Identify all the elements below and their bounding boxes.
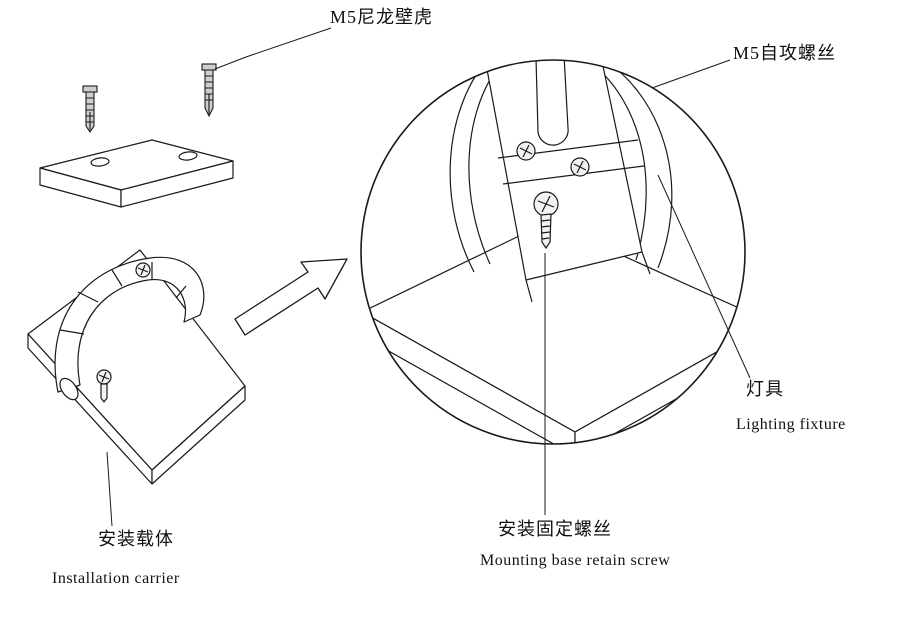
label-carrier-en: Installation carrier	[52, 570, 180, 587]
phillips-cross-icon	[137, 264, 149, 276]
self-tapping-screws	[516, 141, 590, 177]
leader-carrier	[106, 451, 113, 527]
bracket-screw-shaft	[100, 383, 108, 403]
plate-side-face	[120, 160, 234, 208]
label-fixture-en: Lighting fixture	[736, 416, 846, 433]
anchor-ribs	[86, 97, 94, 123]
phillips-cross-icon	[519, 144, 533, 158]
mounting-base-band-2	[502, 165, 645, 185]
fixture-left-shell-outer	[449, 65, 483, 273]
phillips-cross-icon	[537, 195, 555, 213]
plate-hole-left	[90, 157, 110, 167]
carrier-plate-side	[151, 385, 246, 485]
retain-screw	[533, 191, 559, 250]
mounting-base-foot-left	[525, 279, 533, 303]
zoom-arrow-icon	[234, 258, 348, 336]
carrier-bracket	[54, 256, 205, 403]
leader-self-tapping-screw	[651, 59, 731, 89]
plate-hole-right	[178, 151, 198, 161]
bracket-ribs	[59, 262, 187, 335]
label-retain-screw-zh: 安装固定螺丝	[498, 519, 612, 539]
label-fixture-zh: 灯具	[746, 379, 784, 399]
anchor-collar	[201, 63, 217, 71]
label-self-tapping-screw: M5自攻螺丝	[733, 43, 837, 63]
label-nylon-anchor: M5尼龙壁虎	[330, 7, 434, 27]
leader-lines	[106, 27, 751, 527]
mounting-base-foot-right	[641, 251, 651, 275]
bracket-end-opening	[59, 377, 79, 401]
leader-nylon-anchor	[214, 27, 332, 70]
wall-anchor-left	[82, 85, 98, 133]
leader-fixture	[657, 174, 751, 379]
wall-anchor-right	[201, 63, 217, 118]
phillips-cross-icon	[573, 160, 587, 174]
retain-screw-threads	[540, 219, 551, 240]
label-retain-screw-en: Mounting base retain screw	[480, 552, 671, 569]
wall-anchors	[82, 63, 217, 133]
zoom-circle	[360, 59, 746, 445]
anchor-ribs	[205, 75, 213, 101]
anchor-collar	[82, 85, 98, 93]
fixture-left-shell-inner	[468, 69, 497, 265]
mounting-base-slot	[535, 60, 569, 146]
retain-screw-shaft	[540, 213, 552, 250]
mounting-plate	[39, 139, 234, 208]
label-carrier-zh: 安装载体	[98, 529, 174, 549]
phillips-cross-icon	[98, 371, 110, 383]
